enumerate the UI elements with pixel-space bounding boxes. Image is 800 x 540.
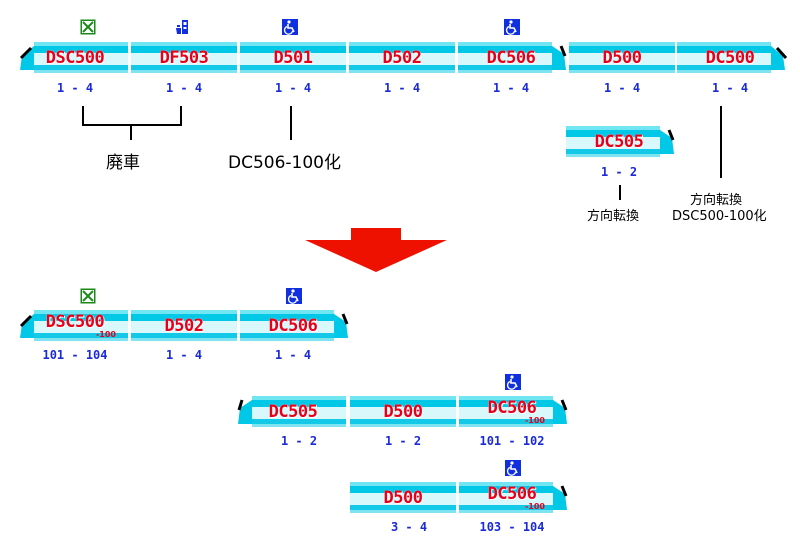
car-name: DF503 — [159, 48, 209, 68]
car-numbers: 1 - 4 — [492, 81, 530, 95]
car-numbers: 3 - 4 — [390, 520, 428, 534]
car-dc506: DC506 — [458, 42, 568, 74]
car-numbers: 1 - 4 — [711, 81, 749, 95]
cab-nose-right — [553, 396, 569, 428]
cab-nose-left — [236, 396, 252, 428]
car-name: DC500 — [705, 48, 755, 68]
car-dsc500-100: DSC500 -100 — [18, 310, 128, 342]
car-numbers: 103 - 104 — [479, 520, 545, 534]
car-df503: DF503 — [131, 42, 237, 74]
car-numbers: 1 - 2 — [600, 165, 638, 179]
car-name: DSC500 — [45, 48, 105, 68]
cab-nose-right — [552, 42, 568, 74]
car-dc506: DC506 — [240, 310, 350, 342]
car-name: D502 — [164, 316, 204, 336]
car-dc505-extra: DC505 — [566, 126, 676, 158]
car-numbers: 1 - 4 — [603, 81, 641, 95]
bracket-right-leg — [180, 106, 182, 126]
cross-box-icon — [80, 288, 96, 304]
car-numbers: 101 - 102 — [479, 434, 545, 448]
cab-nose-right — [771, 42, 787, 74]
car-name: D501 — [273, 48, 313, 68]
car-name: DC506 — [486, 48, 536, 68]
bracket-stem — [130, 124, 132, 140]
car-subclass: -100 — [95, 330, 116, 339]
dc500-conversion-note: DSC500-100化 — [672, 209, 767, 224]
arrow-down-icon — [305, 228, 447, 272]
car-dc506-100: DC506 -100 — [459, 482, 569, 514]
dc500-pointer-line — [720, 106, 722, 178]
car-name: DC506 — [487, 398, 537, 418]
car-name: DC506 — [487, 484, 537, 504]
cross-box-icon — [80, 19, 96, 35]
cab-nose-left — [18, 42, 34, 74]
car-d502: D502 — [131, 310, 237, 342]
cab-nose-right — [334, 310, 350, 342]
d501-pointer-line — [290, 106, 292, 140]
car-name: D500 — [383, 402, 423, 422]
car-dc506-100: DC506 -100 — [459, 396, 569, 428]
car-dc500: DC500 — [677, 42, 787, 74]
car-numbers: 1 - 2 — [280, 434, 318, 448]
car-numbers: 1 - 4 — [165, 348, 203, 362]
car-name: DC505 — [268, 402, 318, 422]
car-d500: D500 — [350, 396, 456, 428]
dc505-pointer-line — [619, 185, 621, 200]
car-d502: D502 — [349, 42, 455, 74]
bracket-bar — [82, 124, 182, 126]
car-name: DC506 — [268, 316, 318, 336]
car-d500: D500 — [350, 482, 456, 514]
wheelchair-icon — [505, 374, 521, 390]
cab-nose-left — [18, 310, 34, 342]
car-numbers: 1 - 4 — [165, 81, 203, 95]
scrap-note: 廃車 — [106, 153, 140, 173]
car-numbers: 1 - 4 — [56, 81, 94, 95]
conversion-note: DC506-100化 — [228, 153, 341, 173]
cab-nose-right — [553, 482, 569, 514]
car-d501: D501 — [240, 42, 346, 74]
car-subclass: -100 — [524, 502, 545, 511]
wheelchair-icon — [505, 460, 521, 476]
car-numbers: 1 - 4 — [274, 348, 312, 362]
car-name: DC505 — [594, 132, 644, 152]
cab-nose-right — [660, 126, 676, 158]
car-numbers: 1 - 4 — [274, 81, 312, 95]
car-name: DSC500 — [45, 312, 105, 332]
car-subclass: -100 — [524, 416, 545, 425]
car-d500: D500 — [569, 42, 675, 74]
car-name: D500 — [383, 488, 423, 508]
dc500-turn-note: 方向転換 — [690, 193, 743, 208]
car-dc505: DC505 — [236, 396, 346, 428]
car-numbers: 1 - 2 — [384, 434, 422, 448]
wheelchair-icon — [286, 288, 302, 304]
car-numbers: 1 - 4 — [383, 81, 421, 95]
car-dsc500: DSC500 — [18, 42, 128, 74]
vending-icon — [176, 20, 188, 34]
dc505-turn-note: 方向転換 — [587, 209, 640, 224]
car-name: D500 — [602, 48, 642, 68]
wheelchair-icon — [504, 19, 520, 35]
car-numbers: 101 - 104 — [42, 348, 108, 362]
car-name: D502 — [382, 48, 422, 68]
bracket-left-leg — [82, 106, 84, 126]
wheelchair-icon — [282, 19, 298, 35]
